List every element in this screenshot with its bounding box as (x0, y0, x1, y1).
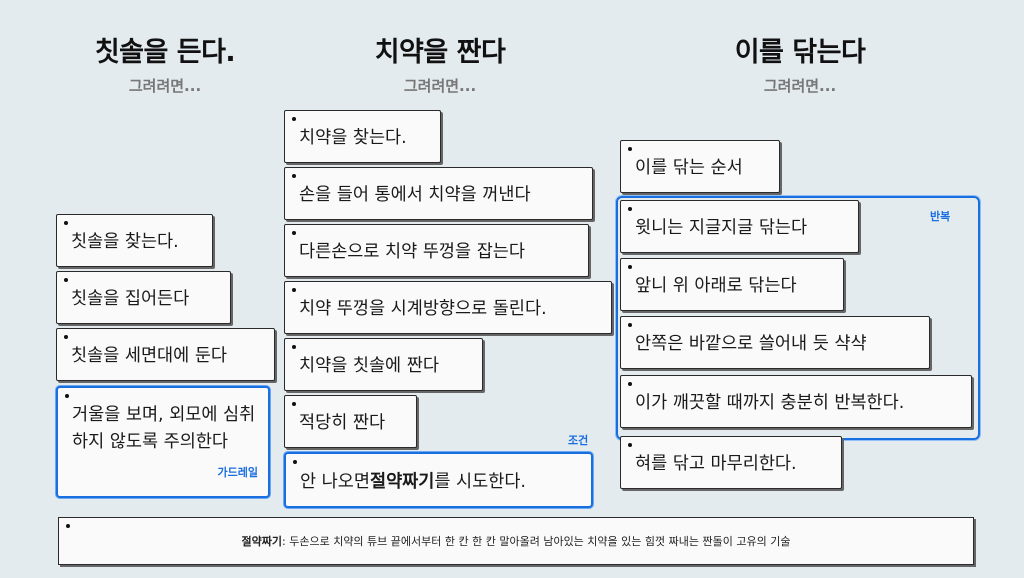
guardrail-card: 거울을 보며, 외모에 심취하지 않도록 주의한다 가드레일 (56, 386, 270, 498)
loop-step-card: 안쪽은 바깥으로 쓸어내 듯 샥샥 (620, 316, 930, 369)
step-card: 적당히 짠다 (284, 395, 417, 448)
step-text: 적당히 짠다 (299, 413, 386, 433)
step-card: 칫솔을 세면대에 둔다 (56, 328, 275, 381)
step-text: 치약을 칫솔에 짠다 (299, 356, 439, 376)
column-3-title: 이를 닦는다 (734, 37, 866, 68)
loop-step-card: 앞니 위 아래로 닦는다 (620, 258, 844, 311)
step-card: 치약 뚜껑을 시계방향으로 돌린다. (284, 281, 612, 334)
column-3-subtitle: 그려려면... (763, 77, 837, 95)
step-text: 안쪽은 바깥으로 쓸어내 듯 샥샥 (635, 334, 867, 354)
footnote: 절약짜기 : 두손으로 치약의 튜브 끝에서부터 한 칸 한 칸 말아올려 남아… (58, 517, 974, 565)
step-card: 치약을 찾는다. (284, 110, 441, 163)
step-text: 칫솔을 집어든다 (71, 289, 190, 309)
step-card: 다른손으로 치약 뚜껑을 잡는다 (284, 224, 589, 277)
step-text: 치약을 찾는다. (299, 128, 407, 148)
step-text: 윗니는 지글지글 닦는다 (635, 218, 808, 238)
step-text: 칫솔을 세면대에 둔다 (71, 346, 228, 366)
footnote-text: : 두손으로 치약의 튜브 끝에서부터 한 칸 한 칸 말아올려 남아있는 치약… (282, 535, 791, 548)
condition-tag: 조건 (568, 434, 589, 447)
step-text: 손을 들어 통에서 치약을 꺼낸다 (299, 185, 531, 205)
column-2-title: 치약을 짠다 (374, 37, 506, 68)
loop-step-card: 윗니는 지글지글 닦는다 (620, 200, 859, 253)
loop-step-card: 이가 깨끗할 때까지 충분히 반복한다. (620, 375, 972, 428)
step-card: 치약을 칫솔에 짠다 (284, 338, 483, 391)
condition-after: 를 시도한다. (434, 471, 527, 492)
step-card: 칫솔을 집어든다 (56, 271, 231, 324)
guardrail-text: 거울을 보며, 외모에 심취하지 않도록 주의한다 (72, 405, 256, 452)
step-card: 이를 닦는 순서 (620, 140, 780, 193)
guardrail-tag: 가드레일 (217, 466, 258, 479)
column-2-subtitle: 그려려면... (403, 77, 477, 95)
condition-before: 안 나오면 (300, 471, 370, 492)
step-text: 이를 닦는 순서 (635, 158, 743, 178)
step-card: 혀를 닦고 마무리한다. (620, 436, 842, 489)
condition-bold: 절약짜기 (369, 471, 435, 492)
column-1-subtitle: 그려려면... (128, 77, 202, 95)
step-text: 칫솔을 찾는다. (71, 232, 179, 252)
step-text: 앞니 위 아래로 닦는다 (635, 276, 797, 296)
step-text: 혀를 닦고 마무리한다. (635, 454, 797, 474)
step-card: 손을 들어 통에서 치약을 꺼낸다 (284, 167, 593, 220)
column-1-title: 칫솔을 든다. (94, 37, 236, 68)
footnote-term: 절약짜기 (241, 535, 283, 548)
step-text: 치약 뚜껑을 시계방향으로 돌린다. (299, 299, 547, 319)
step-text: 이가 깨끗할 때까지 충분히 반복한다. (635, 393, 905, 413)
step-text: 다른손으로 치약 뚜껑을 잡는다 (299, 242, 525, 262)
loop-tag: 반복 (930, 210, 951, 223)
step-card: 칫솔을 찾는다. (56, 214, 213, 267)
